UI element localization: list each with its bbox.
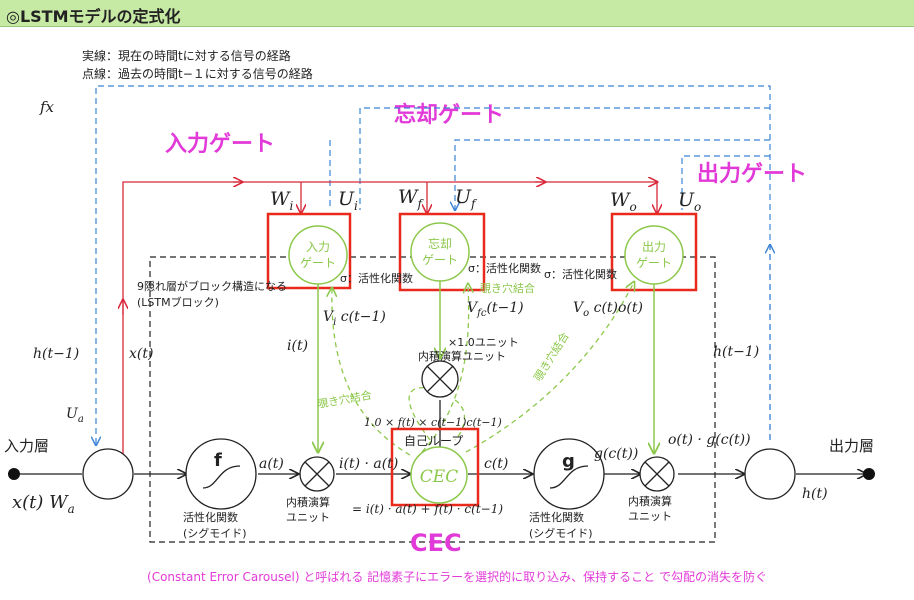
U-a-label: Ua: [66, 406, 84, 425]
sigma-forget: σ：活性化関数: [468, 261, 541, 275]
forward-paths: [123, 182, 657, 455]
Vo-c-label: Vo c(t)o(t): [573, 300, 643, 319]
multiply-node-forget: [421, 360, 459, 398]
output-sum-node: [744, 448, 796, 500]
gate-signal-paths: [318, 281, 654, 453]
h-t-1-left: h(t−1): [33, 346, 79, 362]
input-layer-label: 入力層: [4, 437, 49, 455]
i-t-a-t-label: i(t) · a(t): [339, 456, 398, 472]
block-note-1: 9隠れ層がブロック構造になる: [137, 279, 287, 293]
f-activation-symbol: f: [214, 450, 222, 471]
input-gate-label-2: ゲート: [300, 256, 336, 270]
weight-Wo: Wo: [610, 189, 637, 214]
g-activation-symbol: g: [562, 451, 575, 472]
act-right-2: (シグモイド): [529, 526, 593, 540]
cell-equation: = i(t) · a(t) + f(t) · c(t−1): [352, 502, 503, 516]
multiply-node-output: [639, 456, 675, 492]
weight-Wi: Wi: [270, 188, 294, 213]
dot-unit-right-2: ユニット: [628, 510, 672, 523]
multiply-node-input: [299, 456, 335, 492]
c-t-label: c(t): [484, 456, 508, 472]
act-left-2: (シグモイド): [183, 526, 247, 540]
a-t-label: a(t): [259, 456, 284, 472]
weight-Wf: Wf: [398, 186, 425, 211]
footer-note: (Constant Error Carousel) と呼ばれる 記憶素子にエラー…: [147, 569, 767, 584]
output-gate-circle: [624, 225, 684, 285]
cec-circle-label: CEC: [420, 467, 458, 487]
peephole-top-label: 覗き穴結合: [480, 281, 535, 295]
o-t-g-c-t-label: o(t) · g(c(t)): [668, 432, 751, 448]
output-layer-label: 出力層: [829, 437, 874, 455]
sigmoid-curve-icon-2: [549, 465, 589, 489]
act-left-1: 活性化関数: [183, 510, 238, 524]
h-t-1-right: h(t−1): [713, 344, 759, 360]
peephole-right-label: 覗き穴結合: [531, 330, 572, 384]
g-c-t-label: g(c(t)): [594, 446, 638, 462]
weight-Uf: Uf: [455, 186, 478, 211]
sigma-input: σ：活性化関数: [340, 271, 413, 285]
sigma-output: σ：活性化関数: [544, 267, 617, 281]
input-gate-box: [266, 212, 352, 290]
i-t-label: i(t): [287, 338, 308, 354]
block-note-2: (LSTMブロック): [137, 295, 219, 309]
output-gate-title: 出力ゲート: [697, 162, 807, 187]
forget-gate-label-1: 忘却: [428, 236, 452, 251]
dot-unit-left-1: 内積演算: [286, 495, 330, 509]
cec-box: [390, 427, 480, 507]
cec-circle: [410, 446, 468, 504]
input-gate-circle: [288, 225, 348, 285]
x10-unit-label-1: ×1.0ユニット: [448, 336, 519, 349]
forget-gate-circle: [410, 222, 470, 282]
output-gate-label-2: ゲート: [636, 256, 672, 270]
x-t-label: x(t): [129, 346, 153, 362]
legend-solid: 実線：現在の時間tに対する信号の経路: [82, 48, 291, 63]
self-loop-label: 自己ループ: [404, 434, 463, 448]
dot-unit-left-2: ユニット: [286, 511, 330, 524]
forget-gate-box: [398, 212, 486, 292]
input-node: [8, 468, 20, 480]
input-gate-title: 入力ゲート: [165, 132, 275, 157]
x-t-W-a-label: x(t) Wa: [12, 492, 75, 516]
Vi-c-label: Vi c(t−1): [323, 309, 386, 328]
fx-label: fx: [39, 98, 55, 116]
forget-gate-label-2: ゲート: [422, 253, 458, 267]
peephole-left-label: 覗き穴結合: [316, 388, 373, 411]
x10-unit-label-2: 内積演算ユニット: [418, 349, 506, 363]
sigmoid-curve-icon: [202, 465, 241, 489]
h-t-right-label: h(t): [802, 486, 828, 502]
dot-unit-right-1: 内積演算: [628, 494, 672, 508]
cec-big-label: CEC: [410, 529, 462, 557]
page-title: ◎LSTMモデルの定式化: [6, 7, 181, 26]
Vfc-label: Vfc(t−1): [467, 300, 524, 319]
weight-Uo: Uo: [678, 189, 701, 214]
recurrent-paths: [96, 85, 770, 445]
weight-Ui: Ui: [338, 188, 358, 213]
output-gate-label-1: 出力: [642, 240, 666, 254]
act-right-1: 活性化関数: [529, 510, 584, 524]
cec-formula: 1.0 × f(t) × c(t−1)c(t−1): [364, 416, 502, 429]
input-gate-label-1: 入力: [306, 240, 330, 254]
forget-gate-title: 忘却ゲート: [394, 102, 504, 128]
legend-dotted: 点線：過去の時間t−１に対する信号の経路: [82, 66, 313, 81]
output-node: [863, 468, 875, 480]
title-bar: ◎LSTMモデルの定式化: [0, 0, 914, 27]
input-sum-node: [82, 448, 134, 500]
